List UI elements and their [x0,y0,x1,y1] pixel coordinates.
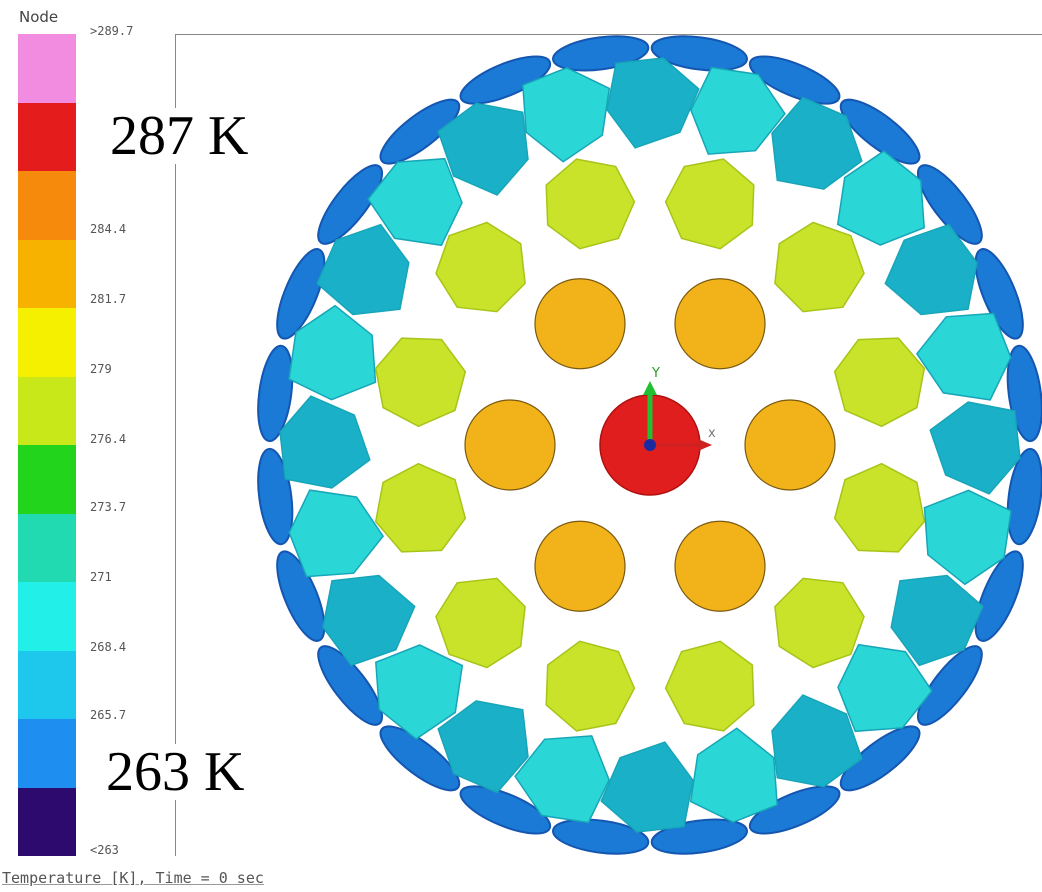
legend-tick-label: 281.7 [90,292,127,306]
middle-ring-element [664,158,755,250]
outer-shell-element [884,223,978,316]
outer-shell-element [915,312,1012,401]
outer-rim-element [459,55,552,105]
legend-tick-label: >289.7 [90,24,134,38]
inner-ring-element [674,520,766,612]
outer-rim-element [379,725,461,792]
legend-band-4 [18,308,76,377]
legend-band-5 [18,376,76,445]
legend-band-6 [18,445,76,514]
legend-tick-label: 265.7 [90,708,127,722]
outer-rim-element [459,785,552,835]
outer-rim-element [1006,447,1042,546]
outer-shell-element [690,66,786,155]
middle-ring-element [664,640,755,732]
outer-shell-element [437,102,529,196]
min-temperature-callout: 263 K [100,744,251,800]
outer-shell-element [367,157,463,247]
outer-rim-element [379,98,461,165]
middle-ring-element [774,577,865,669]
middle-ring-element [545,158,636,250]
outer-rim-element [276,248,326,340]
outer-rim-element [257,344,294,443]
legend-tick-label: 268.4 [90,640,127,654]
outer-shell-element [689,727,778,824]
inner-ring-element [744,399,836,491]
inner-ring-element [534,520,626,612]
inner-ring-element [674,278,766,370]
outer-rim-element [917,164,983,245]
outer-shell-element [606,57,700,149]
outer-rim-element [748,55,841,105]
middle-ring-element [374,462,467,553]
legend-band-0 [18,34,76,103]
legend-band-8 [18,582,76,651]
legend-colorbar [18,34,76,856]
legend-band-2 [18,171,76,240]
outer-shell-element [600,741,694,833]
outer-rim-element [839,725,921,792]
outer-shell-element [836,150,925,246]
outer-rim-element [839,98,921,165]
x-axis-label: x [708,426,716,441]
max-temperature-callout: 287 K [104,108,255,164]
middle-ring-element [774,221,865,313]
outer-rim-element [257,447,294,546]
legend-tick-label: 284.4 [90,222,127,236]
inner-ring-element [534,278,626,370]
outer-rim-element [917,645,983,726]
outer-shell-element [923,489,1012,586]
outer-rim-element [748,785,841,835]
legend-band-10 [18,719,76,788]
outer-rim-element [317,645,383,726]
outer-shell-element [279,395,371,489]
legend-band-3 [18,239,76,308]
outer-shell-element [437,700,529,794]
outer-rim-element [552,818,650,855]
viewport-frame[interactable] [175,34,1042,856]
axis-origin [644,439,656,451]
outer-shell-element [929,401,1021,495]
legend-tick-label: <263 [90,843,119,857]
x-axis-arrowhead [698,439,712,451]
outer-shell-element [522,66,611,163]
outer-shell-element [288,304,377,401]
middle-ring-element [435,577,526,669]
outer-rim-element [974,248,1024,340]
legend-band-9 [18,650,76,719]
outer-rim-element [317,164,383,245]
middle-ring-element [545,640,636,732]
outer-shell-element [375,644,464,740]
status-footer: Temperature [K], Time = 0 sec [2,869,264,887]
middle-ring-element [374,337,467,428]
outer-shell-element [288,489,385,578]
outer-rim-element [974,550,1024,642]
outer-shell-element [316,223,410,316]
legend-band-11 [18,787,76,856]
legend-band-1 [18,102,76,171]
inner-ring-element [464,399,556,491]
legend-tick-label: 273.7 [90,500,127,514]
legend-tick-label: 276.4 [90,432,127,446]
y-axis-label: Y [651,366,660,381]
legend-title: Node [19,8,59,26]
y-axis-arrowhead [643,381,657,395]
legend-tick-label: 271 [90,570,112,584]
middle-ring-element [833,337,926,428]
middle-ring-element [435,221,526,313]
middle-ring-element [833,462,926,553]
outer-rim-element [650,35,748,72]
outer-shell-element [514,735,610,824]
outer-rim-element [1006,344,1042,443]
outer-shell-element [890,574,984,667]
outer-shell-element [837,643,933,733]
outer-shell-element [771,96,863,190]
outer-rim-element [276,550,326,642]
outer-shell-element [322,574,416,667]
legend-tick-label: 279 [90,362,112,376]
legend-band-7 [18,513,76,582]
outer-shell-element [771,694,863,788]
